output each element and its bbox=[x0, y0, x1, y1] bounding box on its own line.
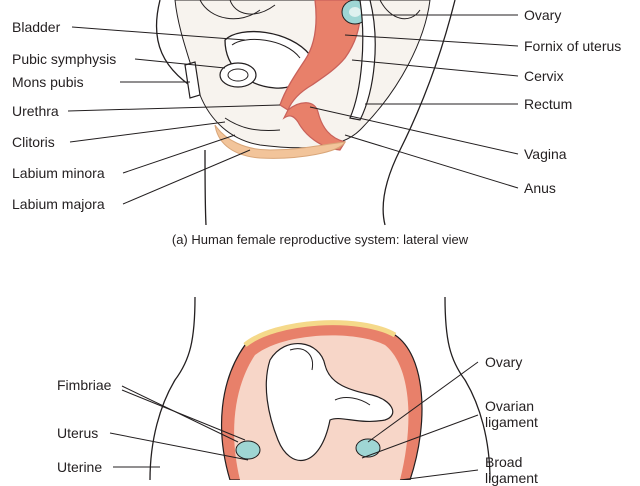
label-broad: Broad bbox=[485, 454, 523, 470]
label-broad-ligament: ligament bbox=[485, 470, 538, 486]
label-bladder: Bladder bbox=[12, 19, 61, 35]
label-fornix-of-uterus: Fornix of uterus bbox=[524, 38, 622, 54]
lateral-leader-lines bbox=[67, 14, 519, 205]
label-clitoris: Clitoris bbox=[12, 134, 55, 150]
label-ovary-b: Ovary bbox=[485, 354, 523, 370]
label-uterine: Uterine bbox=[57, 459, 103, 475]
label-pubic-symphysis: Pubic symphysis bbox=[12, 51, 117, 67]
label-fimbriae: Fimbriae bbox=[57, 377, 112, 393]
lateral-view-body bbox=[155, 0, 456, 226]
label-labium-majora: Labium majora bbox=[12, 196, 105, 212]
label-uterus: Uterus bbox=[57, 425, 99, 441]
caption-lateral-view: (a) Human female reproductive system: la… bbox=[171, 232, 469, 247]
label-anus: Anus bbox=[524, 180, 556, 196]
label-vagina: Vagina bbox=[524, 146, 567, 162]
label-urethra: Urethra bbox=[12, 103, 59, 119]
label-mons-pubis: Mons pubis bbox=[12, 74, 84, 90]
label-ovarian-ligament: ligament bbox=[485, 414, 538, 430]
label-cervix: Cervix bbox=[524, 68, 564, 84]
anterior-leader-lines bbox=[109, 361, 479, 480]
label-labium-minora: Labium minora bbox=[12, 165, 105, 181]
label-ovary: Ovary bbox=[524, 7, 562, 23]
anterior-view-body bbox=[149, 296, 491, 480]
label-rectum: Rectum bbox=[524, 96, 573, 112]
label-ovarian: Ovarian bbox=[485, 398, 535, 414]
